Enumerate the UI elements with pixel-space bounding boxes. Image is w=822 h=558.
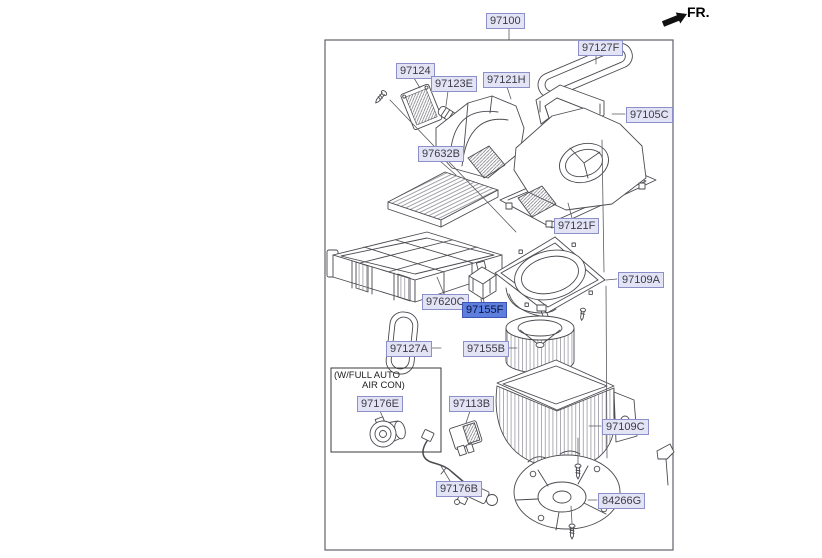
part-drawing-84266g-cover xyxy=(513,450,621,531)
part-label-97632b[interactable]: 97632B xyxy=(418,146,464,162)
inset-note-line2: AIR CON) xyxy=(362,380,405,391)
part-drawing-97632b-filter xyxy=(387,171,499,228)
part-label-97176e[interactable]: 97176E xyxy=(357,396,403,412)
part-drawing-97155f-resistor xyxy=(468,260,497,306)
part-label-97620c[interactable]: 97620C xyxy=(422,294,469,310)
screw-icon xyxy=(568,523,576,540)
part-drawing-97109c-housing xyxy=(495,359,638,469)
part-label-97155f-selected[interactable]: 97155F xyxy=(462,302,508,318)
part-label-97127f[interactable]: 97127F xyxy=(578,40,624,56)
part-label-97109a[interactable]: 97109A xyxy=(618,272,664,288)
screw-icon xyxy=(579,307,587,321)
screw-icon xyxy=(375,90,388,104)
part-label-97105c[interactable]: 97105C xyxy=(626,107,673,123)
diagram-border-box xyxy=(324,39,674,551)
part-drawing-97127f-seal xyxy=(537,42,633,99)
part-drawing-97124-module xyxy=(400,83,443,131)
part-label-97124[interactable]: 97124 xyxy=(396,63,435,79)
part-drawing-97109a-plate xyxy=(494,236,606,320)
part-label-97100[interactable]: 97100 xyxy=(486,13,525,29)
label-leader-lines xyxy=(379,27,626,501)
part-label-97155b[interactable]: 97155B xyxy=(463,341,509,357)
part-label-97121h[interactable]: 97121H xyxy=(483,72,530,88)
part-label-97121f[interactable]: 97121F xyxy=(554,218,600,234)
front-direction-label: FR. xyxy=(687,4,710,20)
part-drawing-97121h-case xyxy=(435,95,525,179)
part-label-97113b[interactable]: 97113B xyxy=(449,396,495,412)
part-drawing-97176e-motor xyxy=(369,416,406,448)
part-drawing-97113b-resistor xyxy=(449,420,483,457)
part-label-97176b[interactable]: 97176B xyxy=(436,481,482,497)
front-direction-arrow-icon xyxy=(661,12,687,27)
part-label-97123e[interactable]: 97123E xyxy=(431,76,477,92)
part-label-97127a[interactable]: 97127A xyxy=(386,341,432,357)
inset-note-line1: (W/FULL AUTO xyxy=(334,370,400,381)
screw-icon xyxy=(574,463,582,480)
full-auto-aircon-inset-box xyxy=(330,367,442,453)
part-label-97109c[interactable]: 97109C xyxy=(602,419,649,435)
part-label-84266g[interactable]: 84266G xyxy=(598,493,646,509)
part-drawing-bracket xyxy=(656,443,675,486)
part-drawing-97121f-case xyxy=(499,107,657,229)
